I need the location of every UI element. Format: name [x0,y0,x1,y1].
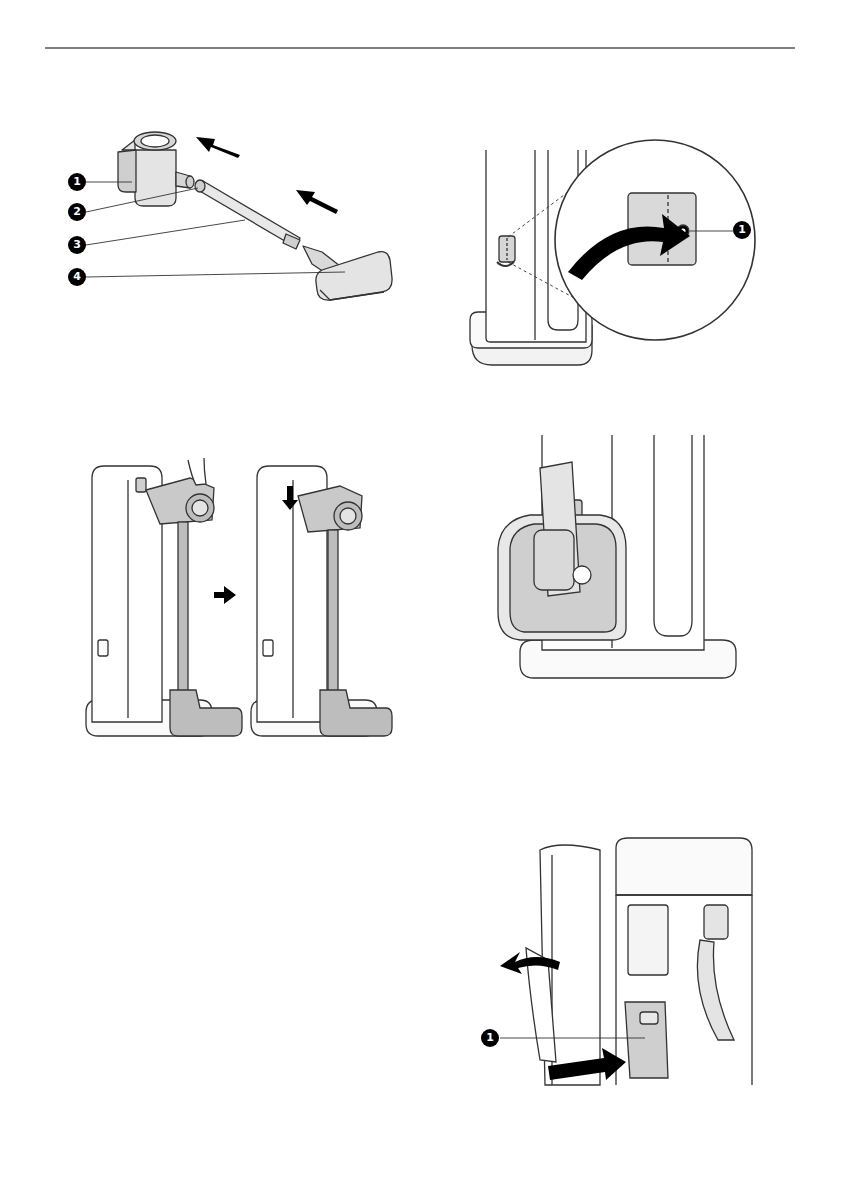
assembly-figure [283,234,300,249]
mount-figure [568,214,690,280]
station-door-figure [616,838,752,895]
assembly-figure [186,176,194,188]
mount-figure [497,262,514,266]
station-door-figure [616,894,752,895]
station-door-figure [548,1048,626,1080]
mount-figure [534,150,535,340]
nozzle-storage-figure [654,435,692,636]
assembly-figure [86,272,345,277]
assembly-figure [195,180,205,192]
callout-number: 1 [481,1029,499,1047]
docking-figure [292,480,293,718]
callout-circles [733,221,751,239]
station-door-figure [697,940,734,1040]
station-door-figure [616,895,752,1085]
docking-figure [146,478,214,524]
docking-figure [178,522,188,692]
docking-figure [298,486,362,532]
callout-circles [68,173,86,191]
header-rule [45,48,795,49]
assembly-figure [141,135,169,147]
assembly-figure [86,182,132,183]
docking-figure [98,640,108,656]
nozzle-storage-figure [498,515,626,640]
mount-figure [470,140,755,365]
assembly-figure [296,190,338,214]
docking-figure [282,486,298,510]
callout-number: 2 [68,203,86,221]
docking-figure [188,458,206,485]
docking-figure [186,494,214,522]
header-rule [45,47,795,48]
callout-circles [68,173,751,1047]
callout-number: 1 [68,173,86,191]
docking-figure [192,500,208,516]
callout-circles [481,1029,499,1047]
assembly-figure [86,132,392,300]
mount-figure [555,140,755,340]
station-door-figure [625,1002,668,1078]
station-door-figure [704,905,728,939]
callout-circles [68,268,86,286]
callout-number: 4 [68,268,86,286]
assembly-figure [196,137,240,158]
mount-figure [499,236,515,262]
station-door-figure [640,1012,658,1024]
docking-figure [170,690,242,736]
docking-figure [340,508,356,524]
assembly-figure [316,252,392,300]
nozzle-storage-figure [534,530,574,590]
callout-circles [68,236,86,254]
assembly-figure [320,290,384,300]
station-door-figure [500,838,752,1085]
mount-figure [506,238,507,260]
docking-figure [334,502,362,530]
callout-circles [68,203,86,221]
assembly-figure [86,188,198,212]
nozzle-storage-figure [573,566,591,584]
assembly-figure [86,220,245,245]
mount-figure [690,231,734,232]
assembly-figure [134,132,176,150]
callout-number: 1 [733,221,751,239]
station-door-figure [628,905,668,975]
docking-figure [214,586,236,604]
station-door-figure [500,1038,645,1039]
docking-figure [320,690,392,736]
docking-figure [263,640,273,656]
docking-figure [127,480,128,718]
nozzle-storage-figure [498,435,736,678]
callout-number: 3 [68,236,86,254]
docking-figure [86,458,392,736]
docking-figure [328,530,338,694]
station-door-figure [500,952,560,974]
docking-figure [136,478,146,492]
nozzle-storage-figure [510,524,616,632]
assembly-figure [118,150,136,192]
